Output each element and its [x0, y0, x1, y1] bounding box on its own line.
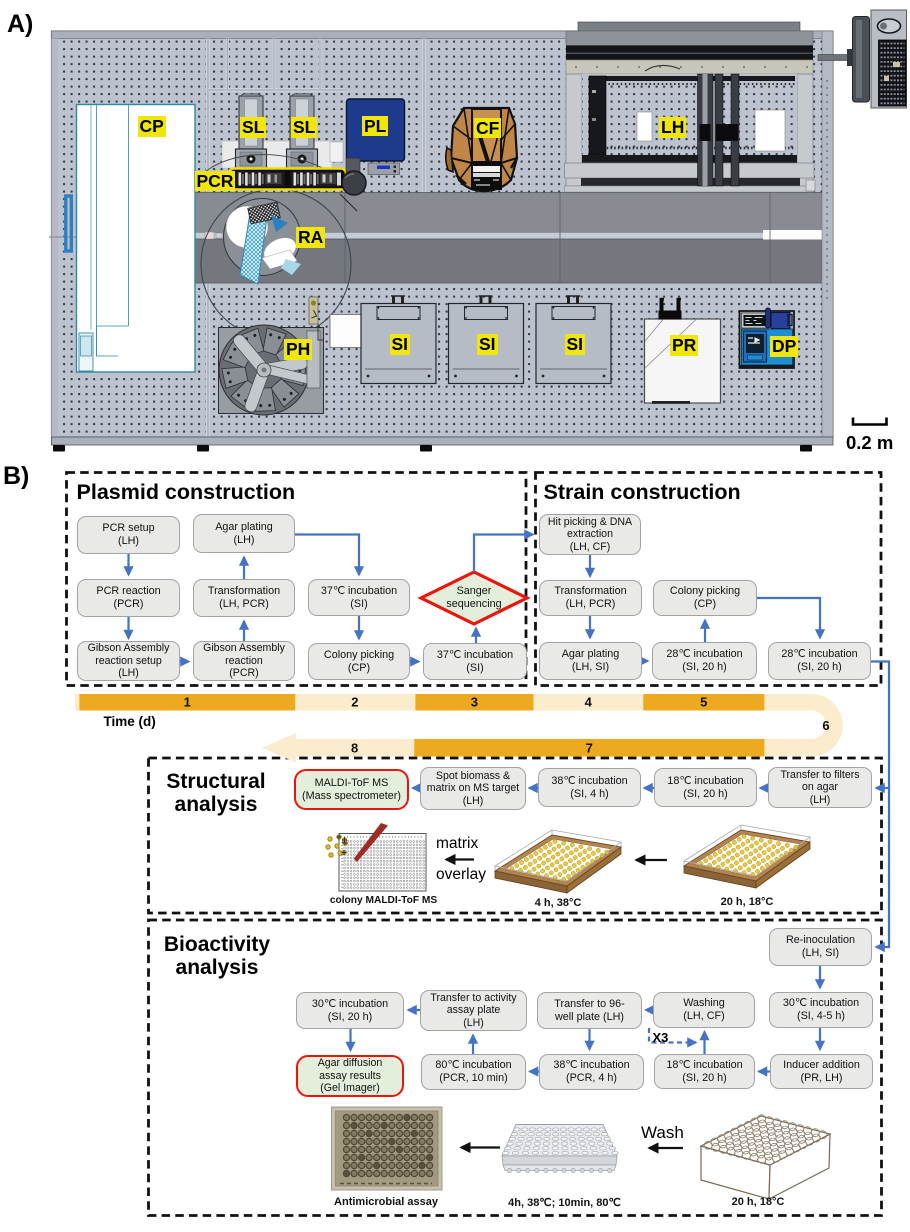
svg-text:2: 2 — [351, 695, 358, 710]
svg-text:4: 4 — [585, 695, 593, 710]
svg-text:1: 1 — [184, 695, 191, 710]
svg-text:8: 8 — [351, 740, 358, 755]
svg-text:3: 3 — [471, 695, 478, 710]
svg-text:7: 7 — [586, 740, 593, 755]
svg-text:5: 5 — [700, 695, 707, 710]
svg-text:6: 6 — [822, 718, 829, 733]
